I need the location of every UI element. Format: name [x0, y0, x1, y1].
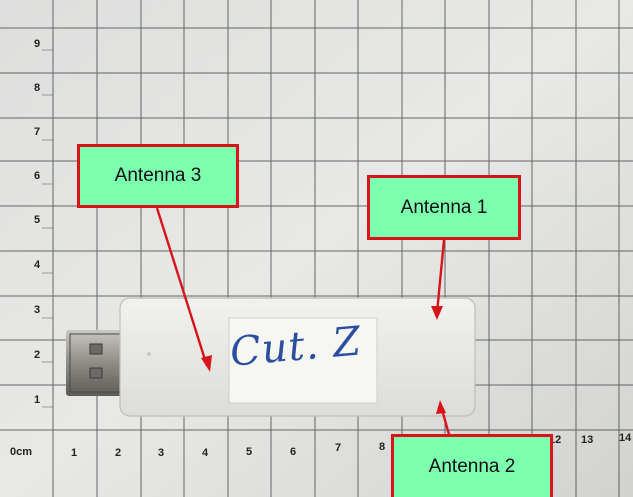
- callout-antenna-1: Antenna 1: [367, 175, 521, 240]
- arrow-heads: [201, 306, 446, 414]
- scale-tick-4: 4: [34, 259, 41, 271]
- scale-tick-h6: 6: [290, 446, 297, 458]
- scale-tick-5: 5: [34, 214, 41, 226]
- scale-tick-9: 9: [34, 38, 41, 50]
- scale-tick-h5: 5: [246, 446, 253, 458]
- scale-tick-6: 6: [34, 170, 41, 182]
- scale-tick-2: 2: [34, 349, 41, 361]
- scale-tick-3: 3: [34, 304, 41, 316]
- scale-tick-h4: 4: [202, 447, 209, 459]
- scale-tick-h1: 1: [71, 447, 78, 459]
- scale-tick-h2: 2: [115, 447, 122, 459]
- usb-dongle-body: [119, 297, 476, 417]
- scale-tick-0cm: 0cm: [10, 446, 33, 458]
- scale-tick-1: 1: [34, 394, 41, 406]
- callout-antenna-3: Antenna 3: [77, 144, 239, 208]
- scale-tick-7: 7: [34, 126, 41, 138]
- scale-tick-h14: 14: [619, 432, 632, 444]
- scale-tick-h8: 8: [379, 441, 386, 453]
- scale-tick-h13: 13: [581, 434, 594, 446]
- scale-tick-h3: 3: [158, 447, 165, 459]
- usb-connector: [66, 330, 136, 396]
- callout-antenna-2: Antenna 2: [391, 434, 553, 497]
- scale-tick-h7: 7: [335, 442, 342, 454]
- scale-tick-8: 8: [34, 82, 41, 94]
